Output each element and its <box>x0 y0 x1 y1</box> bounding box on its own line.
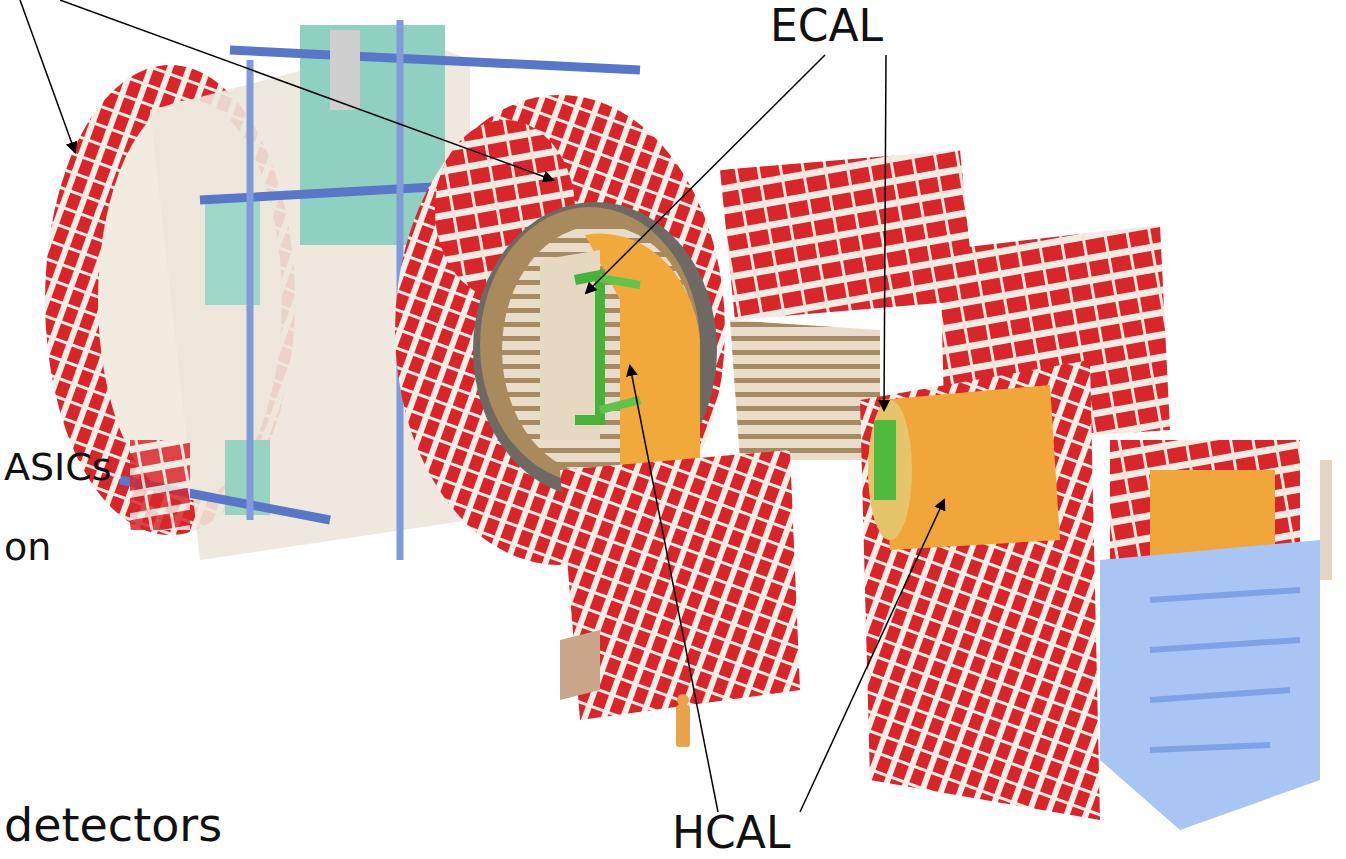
hcal-label-holder: HCAL <box>672 811 790 855</box>
part-label-holder: on <box>4 528 51 566</box>
hcal-label: HCAL <box>672 807 790 858</box>
ecal-label-holder: ECAL <box>770 4 883 48</box>
part-label-holder: detectors <box>4 802 222 848</box>
part-label: ASICs <box>4 445 112 489</box>
part-label-holder: ASICs <box>4 448 112 486</box>
part-label: on <box>4 525 51 569</box>
ecal-label: ECAL <box>770 0 883 51</box>
part-label: detectors <box>4 798 222 852</box>
